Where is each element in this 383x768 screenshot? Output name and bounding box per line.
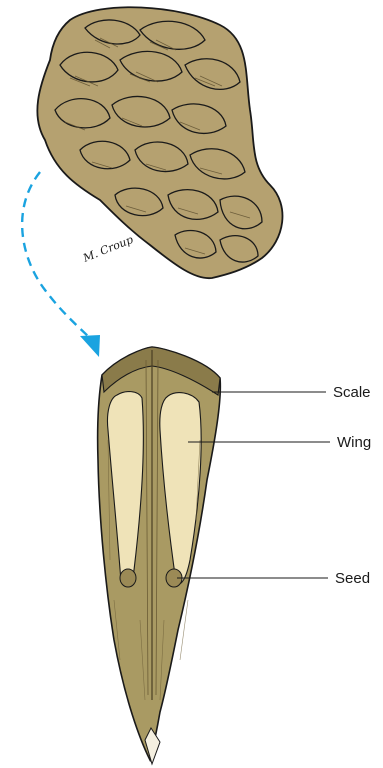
pointer-arrow xyxy=(22,172,100,357)
scale-label: Scale xyxy=(333,385,371,400)
artist-signature: M. Croup xyxy=(80,233,135,265)
pine-cone-illustration: M. Croup xyxy=(37,7,282,278)
cone-scale-section xyxy=(98,347,221,764)
wing-label: Wing xyxy=(337,435,371,450)
seed-left xyxy=(120,569,136,587)
seed-label: Seed xyxy=(335,571,370,586)
